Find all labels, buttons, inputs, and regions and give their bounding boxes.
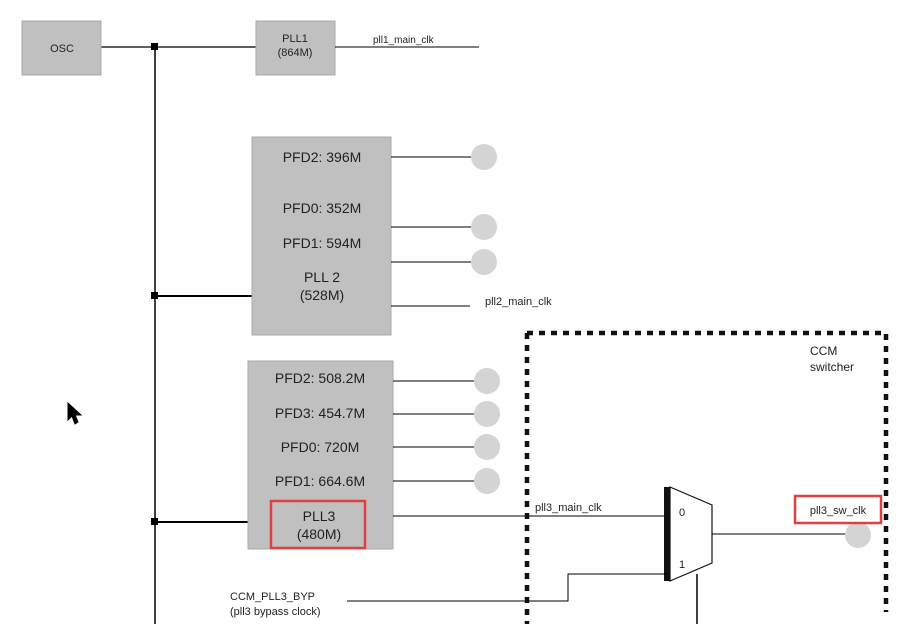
ccm-label: CCM bbox=[810, 344, 837, 358]
bypass-label-2: (pll3 bypass clock) bbox=[230, 606, 320, 618]
pll1-box bbox=[255, 20, 336, 76]
pll2-out-label: pll2_main_clk bbox=[485, 296, 552, 308]
pll3-freq: (480M) bbox=[297, 526, 341, 542]
pll3-sw-label: pll3_sw_clk bbox=[810, 505, 867, 517]
output-node bbox=[474, 468, 500, 494]
output-node bbox=[471, 144, 497, 170]
output-node bbox=[474, 368, 500, 394]
junction-dot bbox=[151, 518, 158, 525]
cursor-icon bbox=[67, 401, 83, 425]
output-node bbox=[471, 249, 497, 275]
pll3-pfd2-label: PFD2: 508.2M bbox=[275, 370, 365, 386]
pll2-freq: (528M) bbox=[300, 287, 344, 303]
output-node bbox=[474, 401, 500, 427]
bypass-line bbox=[347, 573, 667, 602]
pll3-highlight-box bbox=[269, 499, 367, 550]
pll2-pfd1-label: PFD1: 594M bbox=[283, 235, 362, 251]
ccm-label-2: switcher bbox=[810, 360, 854, 374]
mux-shape bbox=[669, 486, 713, 582]
pll2-name: PLL 2 bbox=[304, 269, 340, 285]
pll3-sw-highlight-box bbox=[793, 494, 883, 525]
output-node bbox=[845, 522, 871, 548]
pll1-out-label: pll1_main_clk bbox=[373, 35, 435, 46]
pll1-freq: (864M) bbox=[278, 47, 313, 59]
mux-input-1: 1 bbox=[679, 559, 685, 571]
mux-input-0: 0 bbox=[679, 507, 685, 519]
pll3-pfd3-label: PFD3: 454.7M bbox=[275, 405, 365, 421]
pll2-pfd0-label: PFD0: 352M bbox=[283, 200, 362, 216]
bypass-label: CCM_PLL3_BYP bbox=[230, 591, 315, 603]
junction-dot bbox=[151, 43, 158, 50]
pll3-out-label: pll3_main_clk bbox=[535, 502, 602, 514]
pll3-pfd0-label: PFD0: 720M bbox=[281, 439, 360, 455]
pll3-pfd1-label: PFD1: 664.6M bbox=[275, 473, 365, 489]
output-node bbox=[474, 434, 500, 460]
pll2-pfd2-label: PFD2: 396M bbox=[283, 149, 362, 165]
pll1-name: PLL1 bbox=[282, 33, 308, 45]
output-node bbox=[471, 214, 497, 240]
junction-dot bbox=[151, 292, 158, 299]
pll2-box bbox=[251, 136, 392, 336]
osc-box bbox=[21, 20, 102, 76]
mux-select-bar bbox=[664, 487, 670, 581]
pll3-name: PLL3 bbox=[303, 508, 336, 524]
ccm-region-border bbox=[527, 330, 889, 612]
osc-label: OSC bbox=[50, 43, 74, 55]
